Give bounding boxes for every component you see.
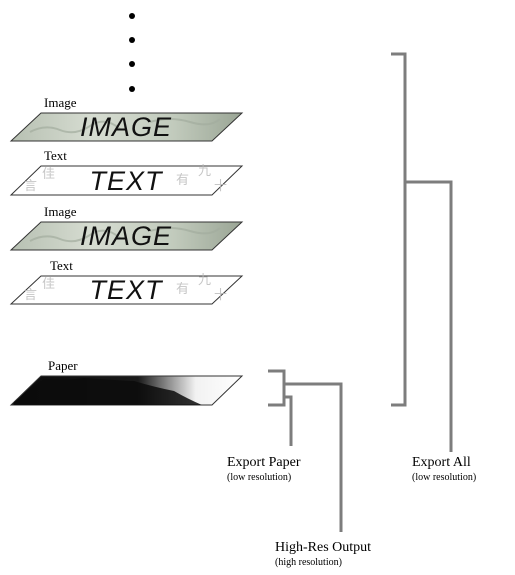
svg-text:十: 十 — [214, 179, 227, 194]
dot — [129, 86, 135, 92]
export-paper-title: Export Paper — [227, 455, 301, 470]
image-texture — [29, 227, 221, 243]
layer-text-bottom: Text 言 佳 有 九 十 TEXT — [9, 258, 244, 305]
layer-text-top: Text 言 佳 有 九 十 TEXT — [9, 148, 244, 196]
svg-text:九: 九 — [198, 164, 211, 179]
layer-word: TEXT — [89, 166, 164, 196]
text-layer-sheet — [9, 275, 244, 305]
svg-text:言: 言 — [24, 288, 37, 303]
high-res-output-label: High-Res Output (high resolution) — [275, 540, 371, 568]
layer-paper: Paper — [9, 358, 244, 406]
layer-word: TEXT — [89, 275, 164, 305]
export-all-subtitle: (low resolution) — [412, 472, 476, 483]
high-res-subtitle: (high resolution) — [275, 557, 342, 568]
high-res-title: High-Res Output — [275, 540, 371, 555]
layer-image-top: Image IMAGE — [9, 95, 244, 142]
dot — [129, 61, 135, 67]
image-texture — [29, 118, 221, 134]
layer-label: Image — [44, 204, 77, 219]
svg-text:言: 言 — [24, 179, 37, 194]
svg-text:佳: 佳 — [42, 167, 55, 182]
export-all-title: Export All — [412, 455, 471, 470]
layer-label: Paper — [48, 358, 78, 373]
export-all-bracket — [391, 52, 453, 452]
svg-text:十: 十 — [214, 288, 227, 303]
layer-label: Text — [44, 148, 67, 163]
paper-bracket — [268, 369, 343, 532]
layer-image-bottom: Image IMAGE — [9, 204, 244, 251]
svg-text:有: 有 — [176, 173, 189, 188]
export-all-label: Export All (low resolution) — [412, 455, 476, 483]
svg-text:有: 有 — [176, 282, 189, 297]
export-paper-subtitle: (low resolution) — [227, 472, 291, 483]
dot — [129, 13, 135, 19]
paper-dark-edge — [14, 378, 202, 405]
layer-word: IMAGE — [80, 112, 172, 142]
svg-text:九: 九 — [198, 273, 211, 288]
layer-label: Text — [50, 258, 73, 273]
continuation-dots — [129, 13, 135, 92]
export-paper-label: Export Paper (low resolution) — [227, 455, 301, 483]
ghost-calligraphy: 言 佳 有 九 十 — [24, 164, 227, 194]
svg-text:佳: 佳 — [42, 277, 55, 292]
ghost-calligraphy: 言 佳 有 九 十 — [24, 273, 227, 303]
text-layer-sheet — [9, 165, 244, 196]
layer-label: Image — [44, 95, 77, 110]
dot — [129, 37, 135, 43]
layer-word: IMAGE — [80, 221, 172, 251]
